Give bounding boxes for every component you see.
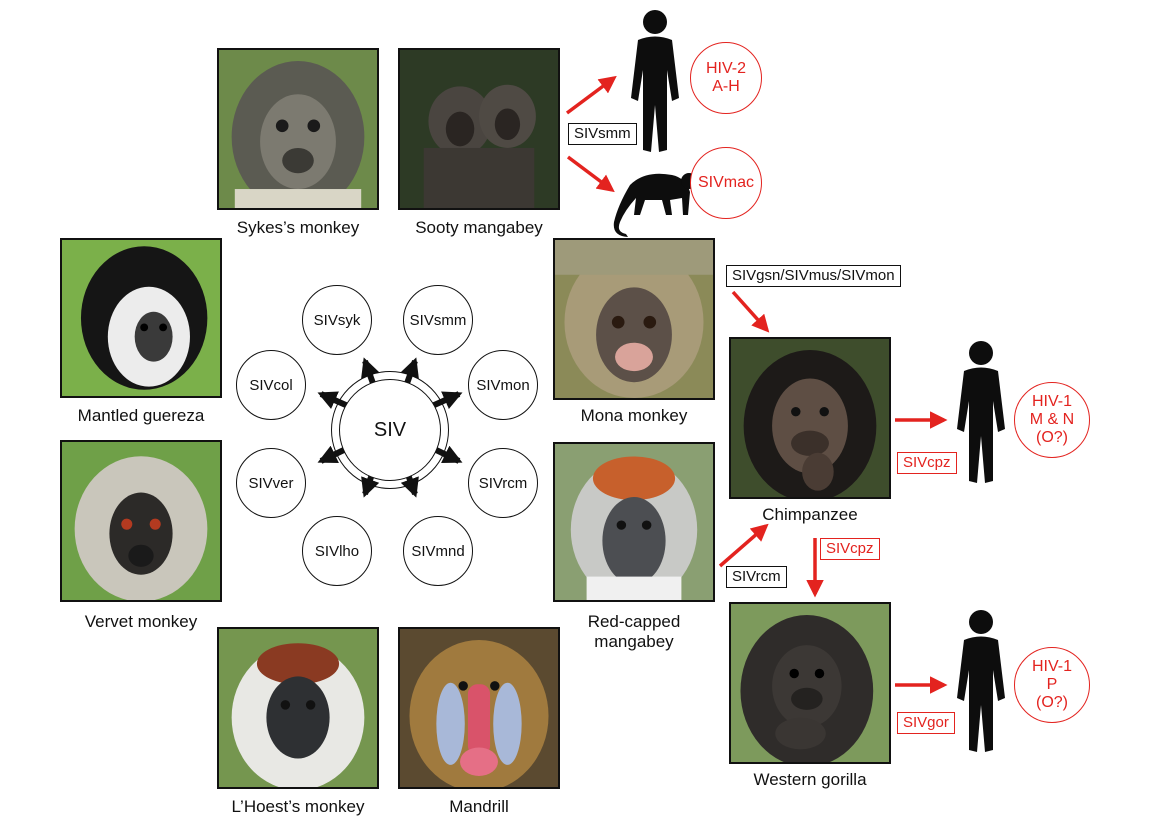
caption-vervet-monkey: Vervet monkey [84,612,198,631]
outcome-hiv1p-line3: (O?) [1036,694,1068,711]
caption-sykes-monkey: Sykes’s monkey [236,218,360,237]
node-sivrcm: SIVrcm [468,448,538,518]
photo-mantled-guereza [60,238,222,398]
arrow-redcapped-to-chimp [718,523,769,568]
macaque-silhouette-icon [613,173,697,237]
label-sivcpz-to-gorilla: SIVcpz [820,538,880,560]
label-sivgsn-transmission: SIVgsn/SIVmus/SIVmon [726,265,901,287]
caption-mandrill: Mandrill [449,797,509,816]
label-sivcpz-to-human: SIVcpz [897,452,957,474]
outcome-hiv1-p: HIV-1 P (O?) [1014,647,1090,723]
caption-lhoest-monkey: L’Hoest’s monkey [231,797,365,816]
node-sivsmm: SIVsmm [403,285,473,355]
outcome-sivmac-line1: SIVmac [697,174,754,191]
caption-red-capped-mangabey: Red-capped mangabey [587,612,681,651]
outcome-hiv1p-line2: P [1046,676,1058,693]
label-sivsmm-transmission: SIVsmm [568,123,637,145]
caption-chimpanzee: Chimpanzee [762,505,858,524]
photo-vervet-monkey [60,440,222,602]
photo-sykes-monkey [217,48,379,210]
human-silhouette-icon-1 [631,10,679,152]
caption-sooty-mangabey: Sooty mangabey [415,218,543,237]
outcome-hiv2: HIV-2 A-H [690,42,762,114]
arrow-sooty-to-macaque [566,155,615,193]
photo-lhoest-monkey [217,627,379,789]
caption-western-gorilla: Western gorilla [753,770,867,789]
outcome-hiv2-line2: A-H [712,78,740,95]
outcome-hiv1mn-line2: M & N [1029,411,1075,428]
human-silhouette-icon-3 [957,610,1005,752]
siv-hub-inner-ring: SIV [339,379,441,481]
photo-chimpanzee [729,337,891,499]
outcome-sivmac: SIVmac [690,147,762,219]
node-sivver: SIVver [236,448,306,518]
photo-sooty-mangabey [398,48,560,210]
node-sivmon: SIVmon [468,350,538,420]
outcome-hiv1mn-line1: HIV-1 [1031,393,1072,410]
node-sivmnd: SIVmnd [403,516,473,586]
arrow-mona-to-chimp [731,290,770,333]
outcome-hiv1p-line1: HIV-1 [1031,658,1072,675]
siv-hub-outer-ring [331,371,449,489]
outcome-hiv1-mn: HIV-1 M & N (O?) [1014,382,1090,458]
human-silhouette-icon-2 [957,341,1005,483]
label-sivgor-to-human: SIVgor [897,712,955,734]
caption-mantled-guereza: Mantled guereza [77,406,205,425]
photo-red-capped-mangabey [553,442,715,602]
photo-mona-monkey [553,238,715,400]
node-sivcol: SIVcol [236,350,306,420]
outcome-hiv1mn-line3: (O?) [1036,429,1068,446]
node-sivlho: SIVlho [302,516,372,586]
node-sivsyk: SIVsyk [302,285,372,355]
photo-mandrill [398,627,560,789]
siv-hub-label: SIV [373,418,407,441]
caption-mona-monkey: Mona monkey [580,406,688,425]
outcome-hiv2-line1: HIV-2 [705,60,746,77]
arrow-sooty-to-human [565,75,617,115]
photo-western-gorilla [729,602,891,764]
label-sivrcm-transmission: SIVrcm [726,566,787,588]
